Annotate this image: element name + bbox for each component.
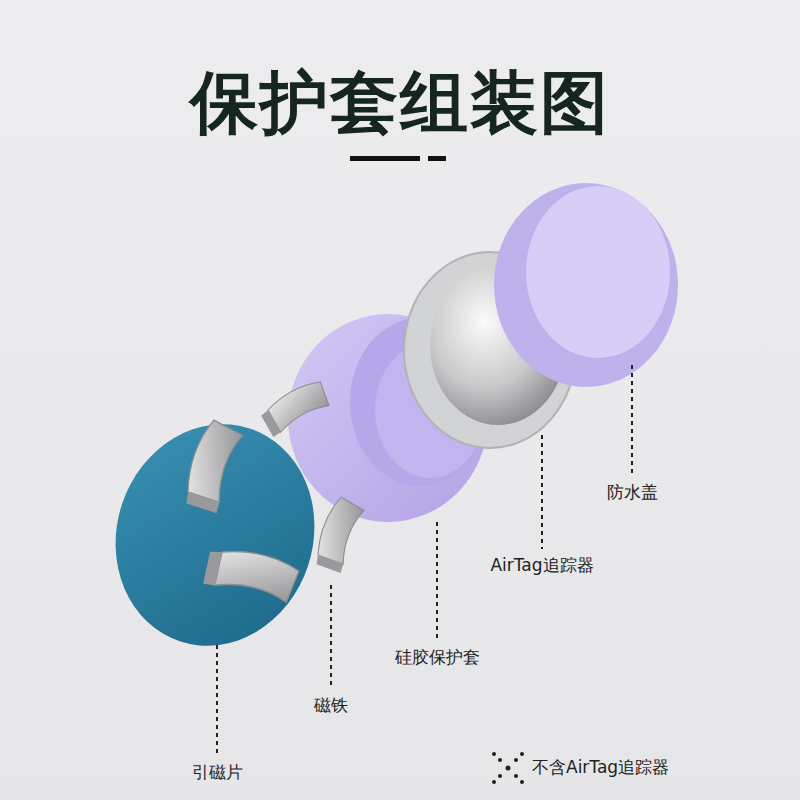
leader-line	[541, 435, 543, 549]
title: 保护套组装图	[0, 58, 800, 149]
part-label: 磁铁	[314, 695, 348, 715]
part-label: 硅胶保护套	[395, 647, 480, 667]
magnet	[304, 496, 373, 577]
waterproof-cover	[494, 183, 678, 387]
leader-line	[631, 365, 633, 476]
part-label: 引磁片	[192, 762, 243, 782]
magnet	[257, 380, 333, 438]
waterproof-cover-face	[526, 186, 670, 358]
leader-line	[216, 645, 218, 756]
note-text: 不含AirTag追踪器	[532, 757, 669, 777]
title-dash	[428, 156, 446, 161]
leader-line	[330, 585, 332, 689]
title-dash	[350, 156, 420, 161]
part-label: AirTag追踪器	[490, 555, 593, 575]
magnet	[171, 419, 254, 518]
leader-line	[436, 522, 438, 641]
magnet	[198, 535, 300, 615]
note-symbol	[492, 752, 524, 784]
part-label: 防水盖	[607, 482, 658, 502]
